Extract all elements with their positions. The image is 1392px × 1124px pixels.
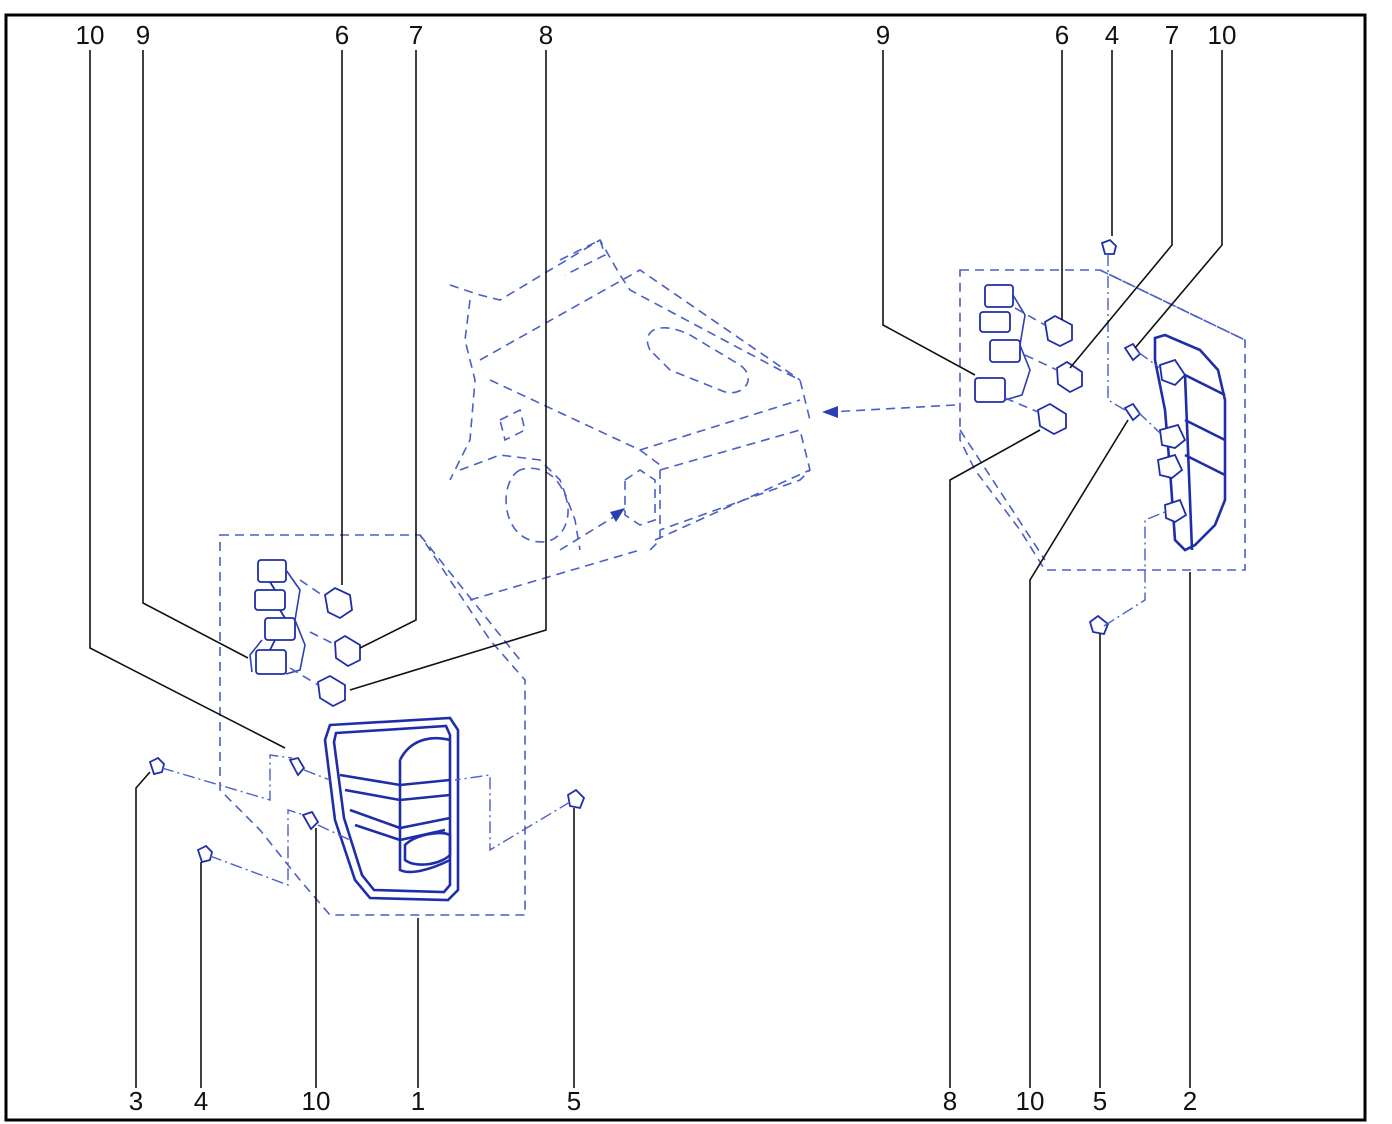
callout-label: 6 — [1055, 20, 1069, 50]
right-bulbs — [1004, 307, 1083, 436]
left-tail-lamp-housing — [323, 716, 460, 902]
callout-labels-top-left: 10 9 6 7 8 — [76, 20, 554, 50]
right-tail-lamp-housing — [1153, 333, 1227, 552]
callout-label: 10 — [76, 20, 105, 50]
callout-label: 6 — [335, 20, 349, 50]
callout-label: 7 — [1165, 20, 1179, 50]
callout-label: 5 — [567, 1086, 581, 1116]
callout-label: 7 — [409, 20, 423, 50]
right-fasteners — [1088, 238, 1166, 636]
callout-labels-bottom-left: 3 4 10 1 5 — [129, 1086, 581, 1116]
callout-label: 5 — [1093, 1086, 1107, 1116]
left-fasteners — [148, 754, 586, 887]
left-bulbs — [289, 579, 361, 708]
callout-label: 10 — [1016, 1086, 1045, 1116]
vehicle-rear-outline — [449, 238, 956, 601]
right-lamp-assembly — [959, 238, 1246, 636]
callout-label: 4 — [1105, 20, 1119, 50]
callout-label: 4 — [194, 1086, 208, 1116]
leader-lines — [89, 50, 1223, 1088]
left-bulb-socket-harness — [249, 559, 306, 675]
callout-labels-bottom-right: 8 10 5 2 — [943, 1086, 1197, 1116]
right-bulb-socket-harness — [974, 284, 1031, 403]
callout-label: 10 — [302, 1086, 331, 1116]
callout-label: 1 — [411, 1086, 425, 1116]
callout-label: 2 — [1183, 1086, 1197, 1116]
callout-label: 9 — [136, 20, 150, 50]
callout-label: 3 — [129, 1086, 143, 1116]
diagram-frame — [4, 13, 1367, 1122]
callout-label: 9 — [876, 20, 890, 50]
callout-labels-top-right: 9 6 4 7 10 — [876, 20, 1237, 50]
left-lamp-assembly — [148, 534, 586, 916]
callout-label: 8 — [539, 20, 553, 50]
callout-label: 8 — [943, 1086, 957, 1116]
callout-label: 10 — [1208, 20, 1237, 50]
